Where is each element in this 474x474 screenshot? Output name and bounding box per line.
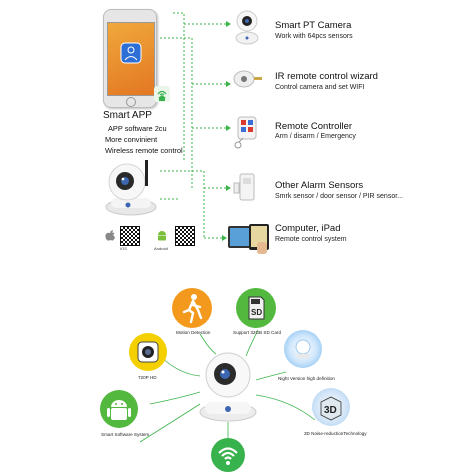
device-title: Computer, iPad: [275, 223, 341, 234]
feature-label-sdcard: Support 32GB SD Card: [233, 330, 282, 335]
app-line-1: APP software 2cu: [108, 124, 167, 133]
feature-connector-lines: [139, 329, 316, 443]
computer-ipad-image: [227, 222, 273, 256]
wifi-icon: [211, 438, 245, 472]
alarm-sensor-image: [233, 173, 261, 201]
app-title: Smart APP: [103, 110, 152, 121]
device-title: IR remote control wizard: [275, 71, 378, 82]
hd-camera-icon: [129, 333, 167, 371]
device-subtitle: Control camera and set WIFI: [275, 84, 365, 91]
feature-label-hd: 720P HD: [138, 375, 157, 380]
feature-label-system: Smart Software System: [101, 432, 150, 437]
app-line-2: More convinient: [105, 135, 158, 144]
sd-card-icon: SD: [236, 288, 276, 328]
motion-detection-icon: [172, 288, 212, 328]
sd-card-text: SD: [251, 308, 262, 317]
night-vision-icon: [284, 330, 322, 368]
device-subtitle: Remote control system: [275, 236, 347, 243]
qr-code-android: [175, 226, 195, 246]
connector-lines: [160, 12, 231, 241]
qr-code-ios: [120, 226, 140, 246]
main-camera-image: [103, 160, 161, 216]
feature-label-motion: Motion Detection: [176, 330, 211, 335]
android-logo-icon: [156, 229, 168, 241]
device-subtitle: Work with 64pcs sensors: [275, 33, 353, 40]
feature-label-noise: 3D Noise-reductionTechnology: [304, 431, 367, 436]
3d-text: 3D: [324, 405, 337, 416]
qr-label-ios: IOS: [120, 246, 127, 251]
noise-reduction-3d-icon: 3D: [312, 388, 350, 426]
device-title: Other Alarm Sensors: [275, 180, 364, 191]
feature-label-night: Night Version high definition: [278, 376, 335, 381]
app-line-3: Wireless remote control: [105, 146, 183, 155]
apple-logo-icon: [104, 229, 116, 241]
user-app-icon: [120, 42, 142, 64]
smartphone: [103, 9, 157, 108]
central-camera-image: [197, 350, 261, 424]
remote-controller-image: [232, 115, 262, 149]
device-title: Smart PT Camera: [275, 20, 352, 31]
device-subtitle: Arm / disarm / Emergency: [275, 133, 356, 140]
ir-remote-wizard-image: [232, 68, 264, 90]
android-system-icon: [100, 390, 138, 428]
pt-camera-image: [234, 10, 260, 46]
device-title: Remote Controller: [275, 121, 353, 132]
device-subtitle: Smrk sensor / door sensor / PIR sensor..…: [275, 193, 403, 200]
qr-label-android: Android: [154, 246, 168, 251]
home-wifi-app-icon: [154, 86, 170, 102]
